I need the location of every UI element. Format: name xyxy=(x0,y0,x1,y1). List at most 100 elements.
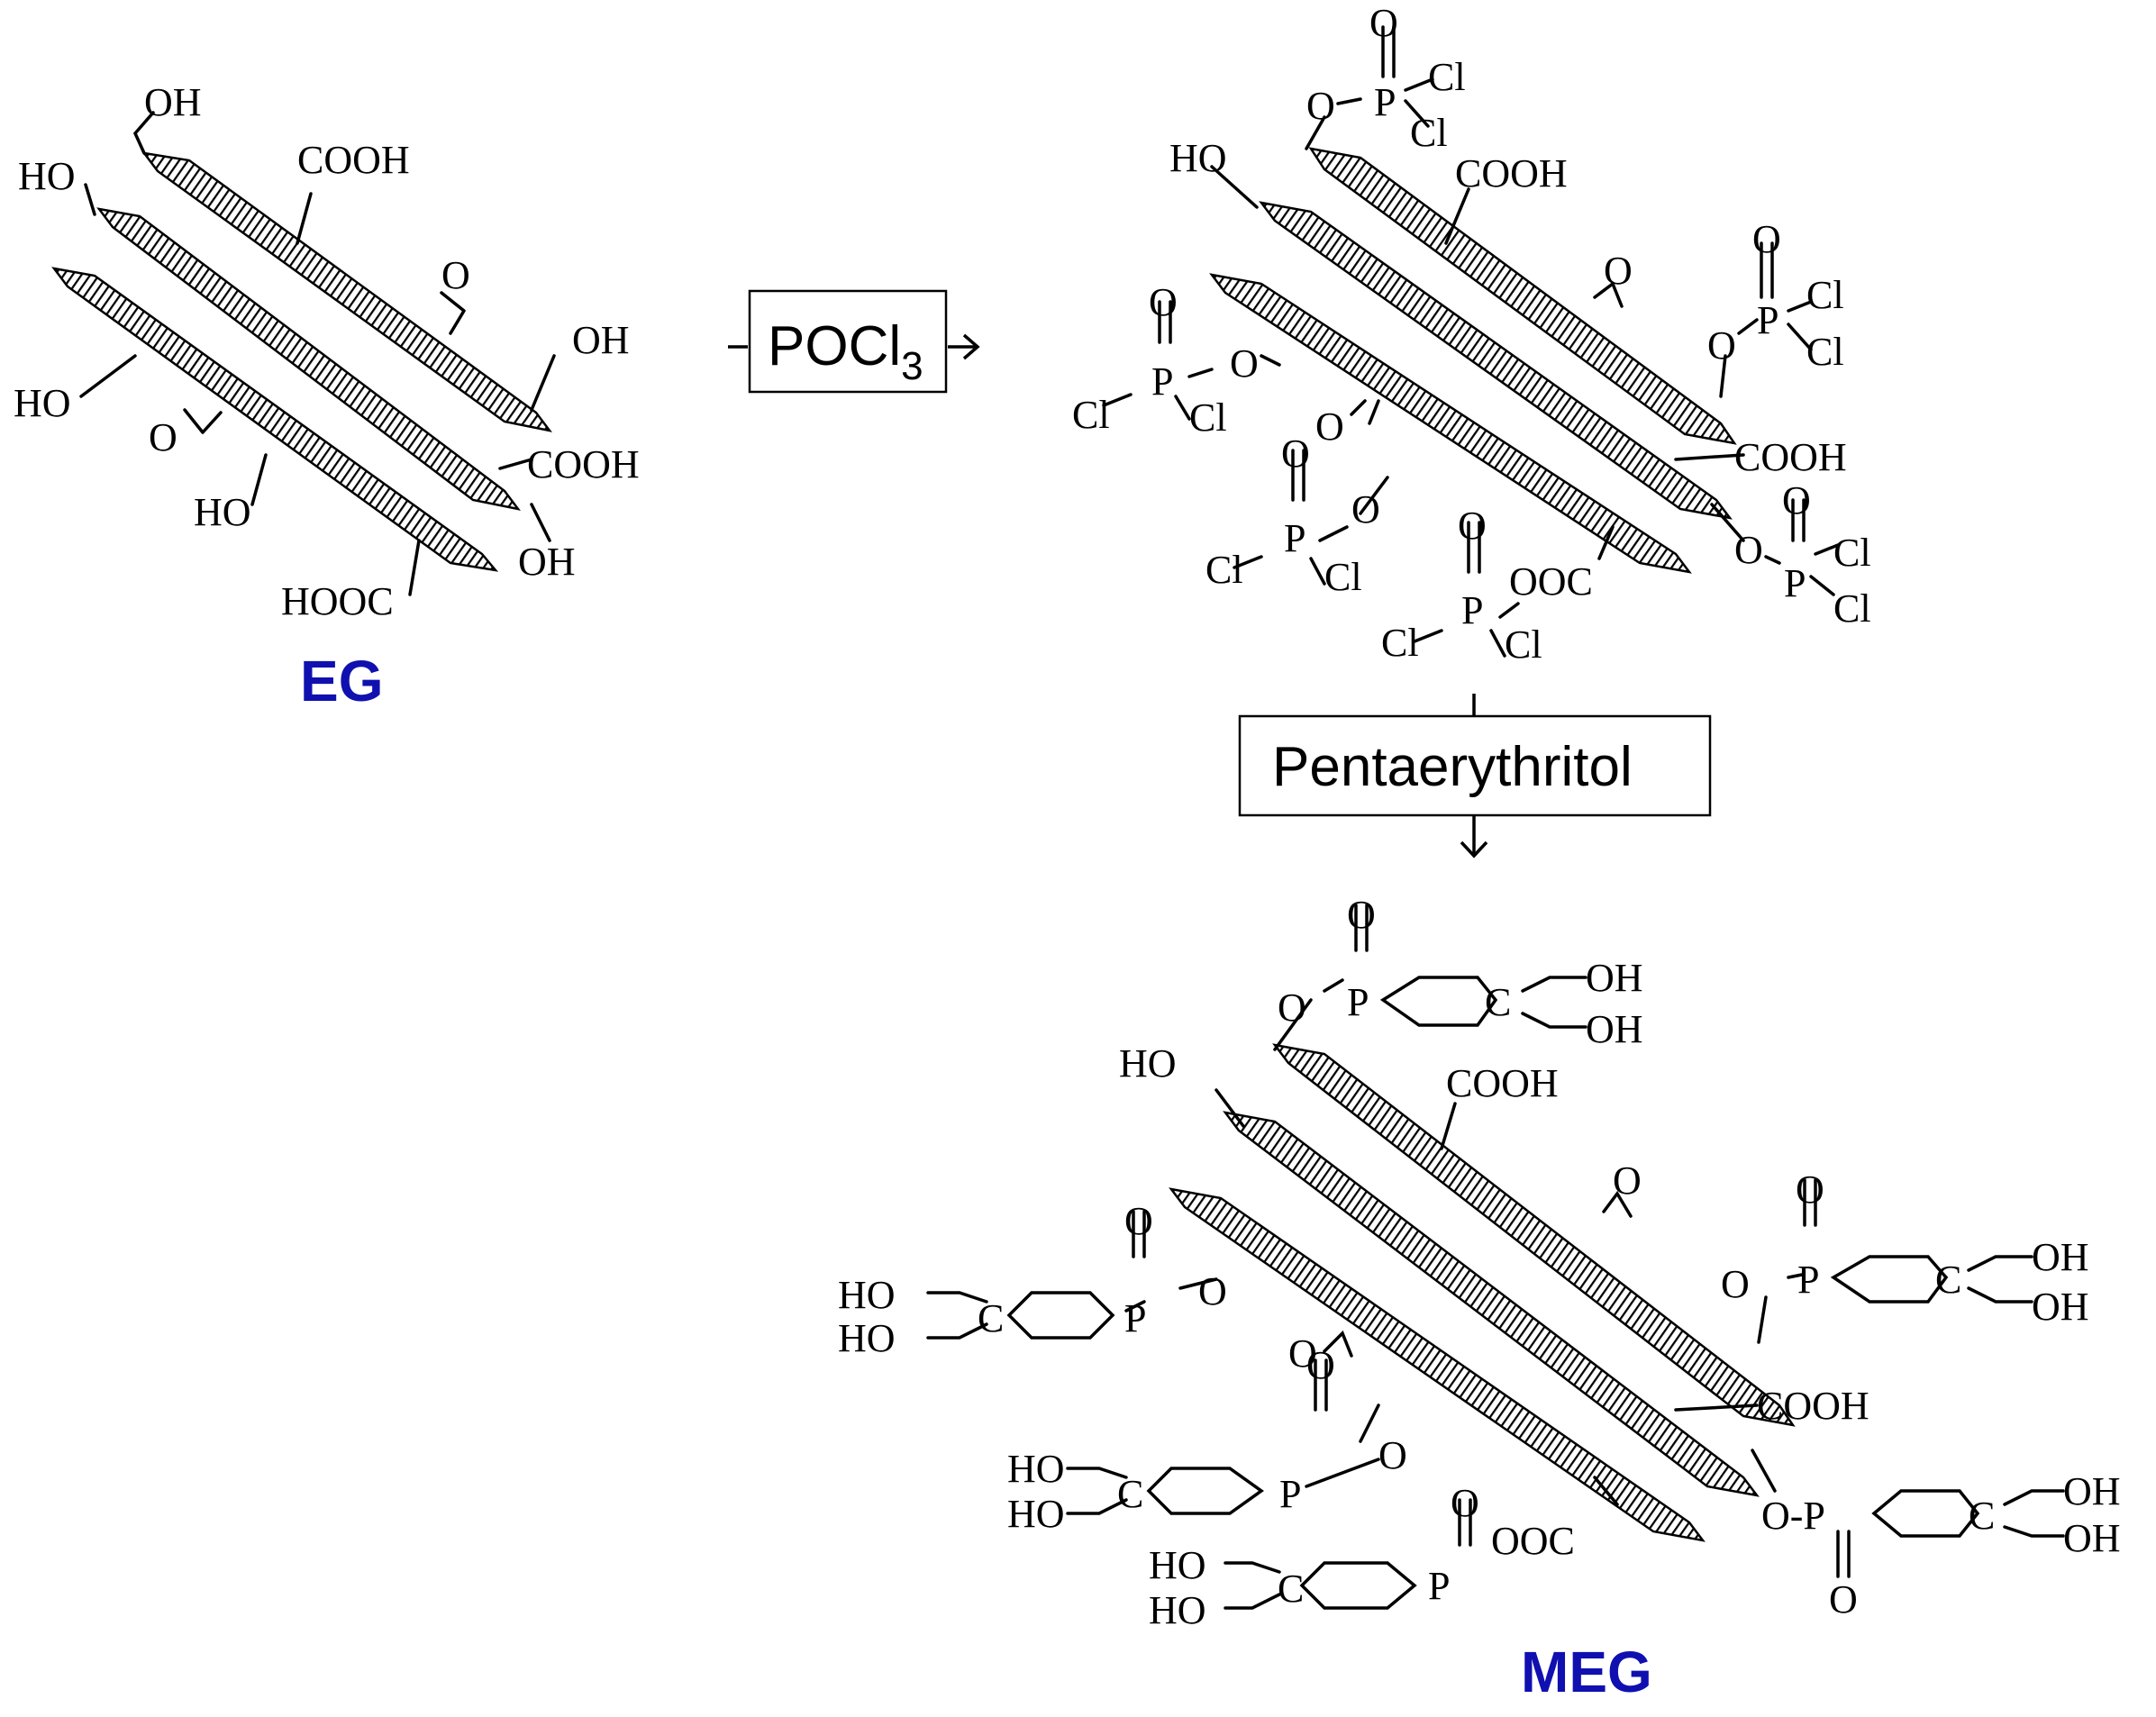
int-o: O xyxy=(1315,404,1344,449)
eg-group-oh: OH xyxy=(144,80,202,124)
intermediate-structure: O P O Cl Cl HO COOH O O P O Cl Cl O P O … xyxy=(1072,1,1871,667)
int-cl: Cl xyxy=(1833,586,1871,631)
meg-label: MEG xyxy=(1521,1640,1652,1704)
meg-o: O xyxy=(1347,893,1376,937)
int-p: P xyxy=(1284,516,1305,560)
meg-c: C xyxy=(978,1296,1004,1340)
int-cl: Cl xyxy=(1324,555,1362,599)
meg-o-p: O-P xyxy=(1761,1494,1825,1538)
int-cl: Cl xyxy=(1381,621,1419,665)
meg-o: O xyxy=(1796,1167,1824,1212)
graphene-sheet xyxy=(51,267,499,572)
int-p: P xyxy=(1757,298,1778,342)
int-cl: Cl xyxy=(1833,531,1871,575)
meg-o: O xyxy=(1829,1577,1858,1622)
eg-group-oh: OH xyxy=(572,318,630,362)
eg-group-o: O xyxy=(149,415,177,459)
meg-ho: HO xyxy=(838,1316,896,1360)
int-cl: Cl xyxy=(1806,330,1844,374)
meg-o: O xyxy=(1378,1433,1407,1477)
int-cooh: COOH xyxy=(1734,435,1847,479)
meg-c: C xyxy=(1117,1472,1143,1516)
meg-ho: HO xyxy=(1149,1543,1206,1587)
step2-reagent-box xyxy=(1238,714,1712,817)
meg-c: C xyxy=(1935,1258,1961,1302)
step1-arrow: POCl3 xyxy=(728,289,980,394)
int-cl: Cl xyxy=(1505,622,1542,667)
meg-c: C xyxy=(1485,980,1511,1024)
meg-oh: OH xyxy=(2063,1469,2121,1513)
meg-o: O xyxy=(1288,1331,1317,1376)
eg-group-ho: HO xyxy=(18,154,76,198)
int-o: O xyxy=(1458,504,1487,548)
meg-o: O xyxy=(1278,986,1306,1030)
meg-oh: OH xyxy=(2032,1285,2089,1329)
int-p: P xyxy=(1784,561,1806,605)
meg-o: O xyxy=(1613,1158,1642,1203)
meg-o: O xyxy=(1124,1199,1153,1243)
meg-ho: HO xyxy=(1007,1447,1065,1491)
meg-o: O xyxy=(1721,1262,1750,1306)
int-p: P xyxy=(1461,588,1483,632)
int-cl: Cl xyxy=(1410,111,1448,155)
int-cl: Cl xyxy=(1806,273,1844,317)
int-o: O xyxy=(1149,280,1178,324)
int-p: P xyxy=(1374,80,1396,124)
int-cl: Cl xyxy=(1072,393,1110,437)
meg-p: P xyxy=(1279,1472,1301,1516)
graphene-sheet xyxy=(1272,1043,1796,1427)
step1-reagent: POCl3 xyxy=(768,315,923,388)
meg-oh: OH xyxy=(1586,956,1643,1000)
meg-o: O xyxy=(1306,1343,1335,1387)
int-o: O xyxy=(1707,323,1736,368)
step2-reagent: Pentaerythritol xyxy=(1272,736,1633,798)
eg-group-ho: HO xyxy=(14,381,71,425)
eg-group-o: O xyxy=(441,253,470,297)
meg-cooh: COOH xyxy=(1446,1061,1559,1105)
int-ho: HO xyxy=(1169,136,1227,180)
meg-ho: HO xyxy=(838,1273,896,1317)
meg-p: P xyxy=(1347,980,1369,1024)
step1-reagent-box xyxy=(748,289,948,394)
meg-p: P xyxy=(1797,1258,1819,1302)
meg-ho: HO xyxy=(1007,1492,1065,1536)
graphene-sheet xyxy=(1169,1187,1706,1542)
meg-c: C xyxy=(1278,1567,1304,1611)
int-cl: Cl xyxy=(1189,395,1227,440)
int-o: O xyxy=(1369,1,1398,45)
step2-arrow: Pentaerythritol xyxy=(1238,694,1712,858)
meg-cooh: COOH xyxy=(1757,1384,1869,1428)
graphene-sheet xyxy=(1308,147,1737,445)
int-o: O xyxy=(1734,528,1763,572)
meg-oh: OH xyxy=(2032,1235,2089,1279)
graphene-sheet xyxy=(141,151,552,432)
int-cl: Cl xyxy=(1428,55,1466,99)
meg-o: O xyxy=(1451,1481,1479,1525)
int-o: O xyxy=(1306,84,1335,128)
meg-p: P xyxy=(1428,1564,1450,1608)
meg-structure: O P O C OH OH HO COOH O O P O C OH OH O … xyxy=(838,893,2121,1704)
int-cooh: COOH xyxy=(1455,151,1568,195)
meg-ho: HO xyxy=(1119,1041,1177,1086)
meg-p: P xyxy=(1124,1296,1146,1340)
graphene-sheet xyxy=(96,207,521,511)
eg-label: EG xyxy=(300,649,383,713)
eg-group-cooh: COOH xyxy=(297,138,410,182)
meg-oh: OH xyxy=(2063,1516,2121,1560)
meg-ooc: OOC xyxy=(1491,1519,1575,1563)
eg-group-ho: HO xyxy=(194,490,251,534)
graphene-sheet xyxy=(1223,1111,1760,1497)
eg-group-hooc: HOOC xyxy=(281,579,394,623)
int-o: O xyxy=(1281,432,1310,476)
eg-group-oh: OH xyxy=(518,540,576,584)
meg-o: O xyxy=(1198,1269,1227,1313)
int-o: O xyxy=(1604,249,1633,293)
int-cl: Cl xyxy=(1205,548,1243,592)
graphene-sheet xyxy=(1259,201,1733,520)
int-ooc: OOC xyxy=(1509,559,1593,604)
int-o: O xyxy=(1351,487,1380,531)
meg-oh: OH xyxy=(1586,1007,1643,1051)
int-o: O xyxy=(1782,478,1811,522)
meg-c: C xyxy=(1969,1494,1995,1538)
